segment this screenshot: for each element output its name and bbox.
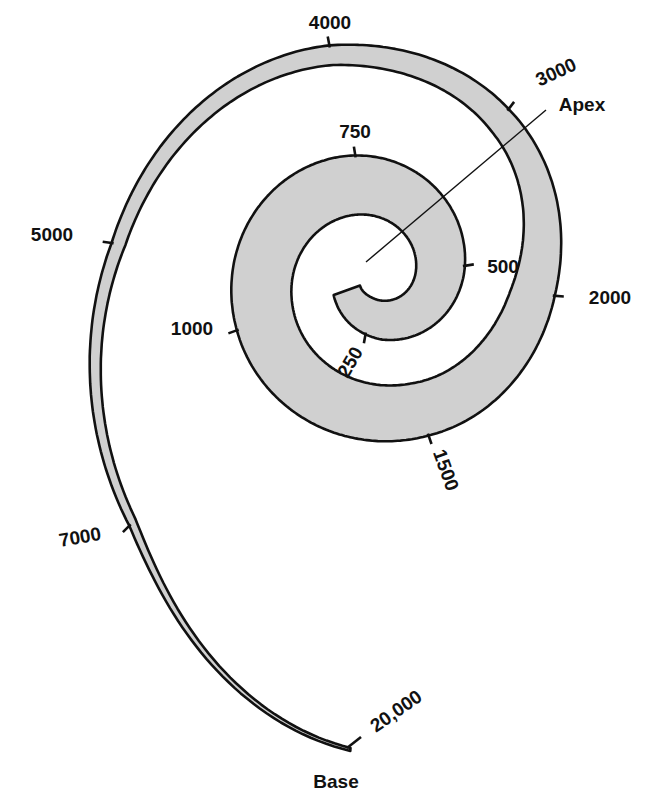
- tick-mark: [463, 264, 474, 266]
- cochlear-spiral: [90, 45, 562, 751]
- tick-mark: [507, 102, 514, 111]
- frequency-label: 5000: [31, 225, 73, 244]
- frequency-label: 1500: [430, 447, 462, 493]
- leader-line: [366, 110, 546, 262]
- region-label: Base: [313, 772, 358, 791]
- tick-group: [103, 37, 564, 532]
- frequency-label: 500: [487, 257, 519, 276]
- tick-mark: [228, 330, 238, 334]
- tick-mark: [364, 332, 366, 343]
- region-label: 20,000: [367, 687, 426, 736]
- tick-mark: [328, 37, 330, 48]
- frequency-label: 4000: [309, 13, 351, 32]
- tick-mark: [347, 737, 361, 748]
- tick-mark: [354, 147, 356, 158]
- frequency-label: 7000: [58, 524, 103, 550]
- tick-mark: [123, 524, 131, 532]
- frequency-label: 3000: [533, 54, 579, 89]
- frequency-label: 2000: [589, 288, 631, 307]
- region-label: Apex: [559, 95, 605, 114]
- frequency-label: 1000: [171, 319, 213, 338]
- frequency-label: 750: [339, 122, 371, 141]
- tick-mark: [103, 242, 114, 244]
- tick-mark: [428, 434, 432, 444]
- tick-mark: [553, 294, 564, 297]
